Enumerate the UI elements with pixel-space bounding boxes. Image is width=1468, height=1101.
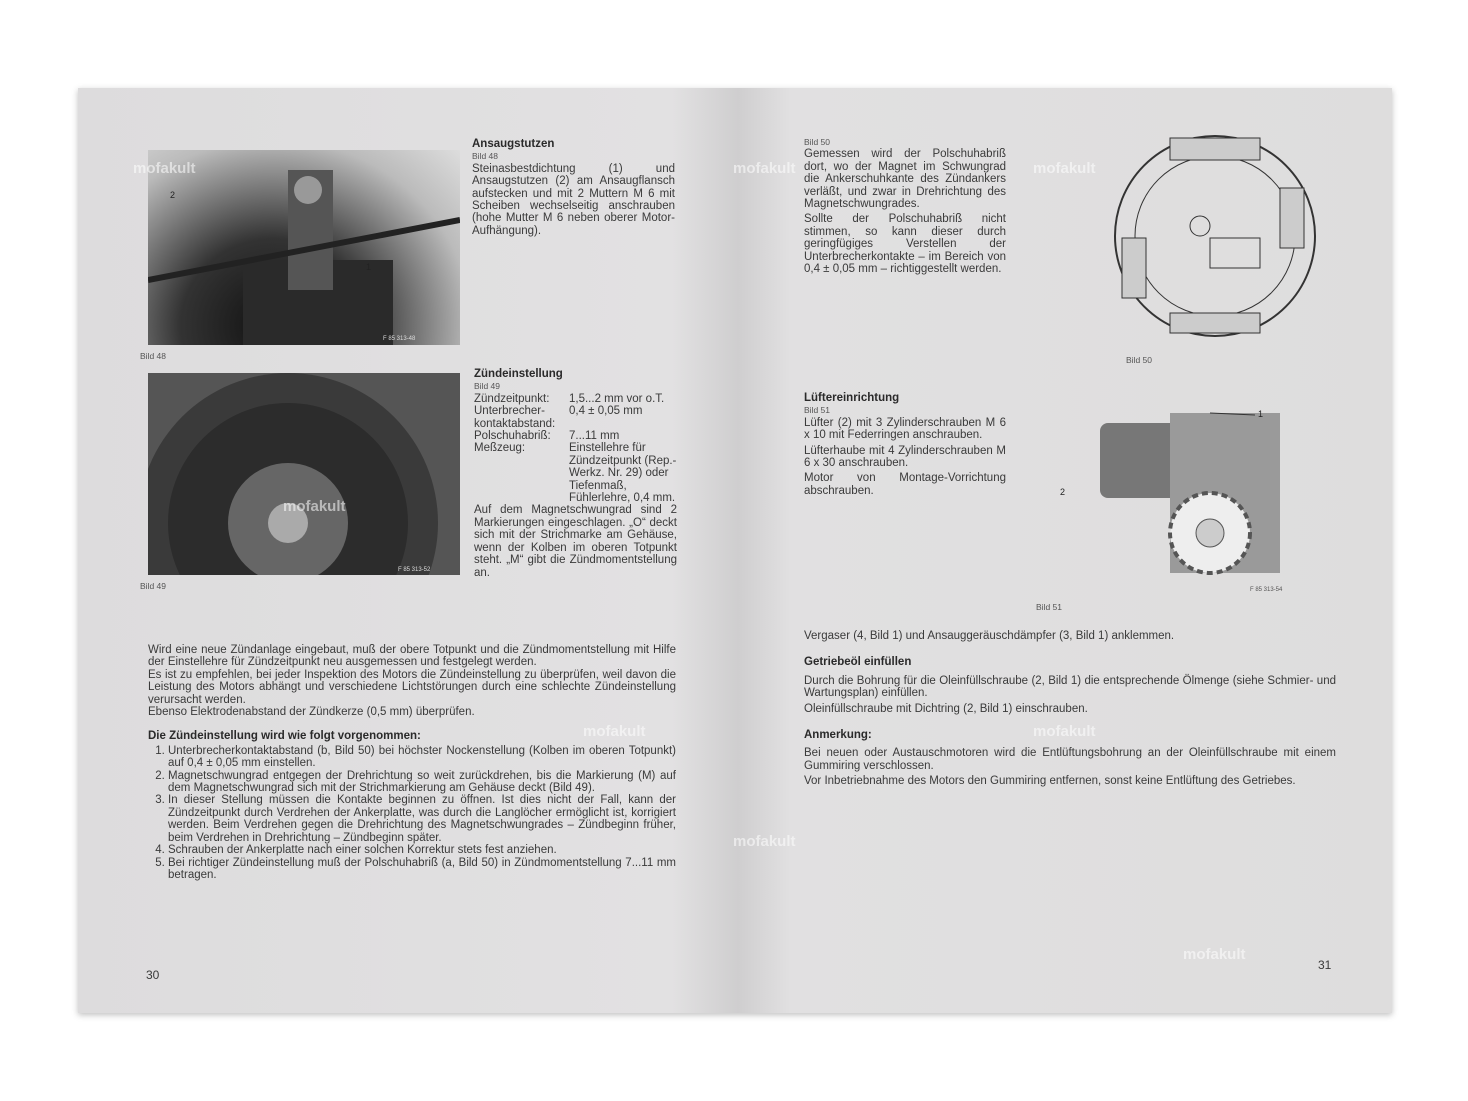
paragraph: Bei neuen oder Austauschmotoren wird die… bbox=[804, 747, 1336, 772]
section-zuendeinstellung: Zündeinstellung Bild 49 Zündzeitpunkt: 1,… bbox=[474, 368, 677, 582]
figure-bild-49-photo: F 85 313-52 bbox=[148, 373, 460, 575]
figure-bild-48-photo: 2 1 F 85 313-48 bbox=[148, 150, 460, 345]
engine-intake-illustration: 2 1 F 85 313-48 bbox=[148, 170, 460, 345]
figure-caption: Bild 48 bbox=[140, 351, 166, 361]
section-heading: Ansaugstutzen bbox=[472, 138, 555, 150]
spec-value: 1,5...2 mm vor o.T. bbox=[569, 392, 665, 405]
procedure-step: Unterbrecherkontaktabstand (b, Bild 50) … bbox=[168, 745, 676, 770]
paragraph: Lüfterhaube mit 4 Zylinderschrauben M 6 … bbox=[804, 444, 1006, 470]
section-ansaugstutzen: Ansaugstutzen Bild 48 Steinasbestdichtun… bbox=[472, 138, 675, 240]
paragraph: Lüfter (2) mit 3 Zylinderschrauben M 6 x… bbox=[804, 416, 1006, 442]
section-heading: Zündeinstellung bbox=[474, 368, 563, 380]
paragraph: Steinasbestdichtung (1) und Ansaugstutze… bbox=[472, 162, 675, 237]
main-text-left: Wird eine neue Zündanlage eingebaut, muß… bbox=[148, 644, 676, 881]
svg-text:F 85 313-54: F 85 313-54 bbox=[1250, 587, 1283, 593]
paragraph: Oleinfüllschraube mit Dichtring (2, Bild… bbox=[804, 702, 1088, 715]
procedure-heading: Die Zündeinstellung wird wie folgt vorge… bbox=[148, 730, 421, 743]
procedure-step: Schrauben der Ankerplatte nach einer sol… bbox=[168, 844, 676, 856]
paragraph: Vergaser (4, Bild 1) und Ansauggeräuschd… bbox=[804, 630, 1175, 642]
procedure-steps: Unterbrecherkontaktabstand (b, Bild 50) … bbox=[148, 745, 676, 881]
figure-ref: Bild 49 bbox=[474, 381, 500, 392]
watermark: mofakult bbox=[733, 160, 796, 177]
open-booklet: 2 1 F 85 313-48 Bild 48 F 85 313-52 Bild… bbox=[78, 88, 1392, 1013]
figure-ref: Bild 50 bbox=[804, 137, 830, 147]
paragraph: Motor von Montage-Vorrichtung abschraube… bbox=[804, 472, 1006, 497]
engine-fan-illustration: 1 2 F 85 313-54 bbox=[1060, 409, 1283, 593]
figure-bild-51-photo: 1 2 F 85 313-54 bbox=[1060, 393, 1300, 598]
paragraph: Es ist zu empfehlen, bei jeder Inspektio… bbox=[148, 668, 676, 706]
page-number: 31 bbox=[1318, 958, 1332, 972]
right-page: Bild 50 Gemessen wird der Polschuhabriß … bbox=[738, 88, 1392, 1013]
paragraph: Gemessen wird der Polschuhabriß dort, wo… bbox=[804, 148, 1006, 211]
procedure-step: Magnetschwungrad entgegen der Drehrichtu… bbox=[168, 770, 676, 795]
spec-value: 7...11 mm bbox=[569, 430, 620, 443]
svg-text:2: 2 bbox=[1060, 487, 1065, 497]
figure-ref: Bild 51 bbox=[804, 405, 830, 416]
figure-bild-50-diagram bbox=[1110, 128, 1320, 343]
section-bild-50-text: Bild 50 Gemessen wird der Polschuhabriß … bbox=[804, 136, 1006, 278]
procedure-step: In dieser Stellung müssen die Kontakte b… bbox=[168, 794, 676, 844]
watermark: mofakult bbox=[283, 498, 346, 515]
section-heading: Getriebeöl einfüllen bbox=[804, 656, 912, 669]
svg-text:F 85 313-52: F 85 313-52 bbox=[398, 567, 431, 573]
main-text-right: Vergaser (4, Bild 1) und Ansauggeräuschd… bbox=[804, 630, 1336, 791]
spec-label: Zündzeitpunkt: bbox=[474, 392, 550, 405]
procedure-step: Bei richtiger Zündeinstellung muß der Po… bbox=[168, 857, 676, 882]
section-heading: Lüftereinrichtung bbox=[804, 392, 900, 404]
paragraph: Wird eine neue Zündanlage eingebaut, muß… bbox=[148, 644, 676, 669]
page-number: 30 bbox=[146, 968, 160, 982]
figure-caption: Bild 50 bbox=[1126, 355, 1152, 365]
paragraph: Sollte der Polschuhabriß nicht stimmen, … bbox=[804, 213, 1006, 276]
svg-text:F 85 313-48: F 85 313-48 bbox=[383, 336, 416, 342]
watermark: mofakult bbox=[1183, 946, 1246, 963]
section-luefter: Lüftereinrichtung Bild 51 Lüfter (2) mit… bbox=[804, 392, 1006, 500]
watermark: mofakult bbox=[1033, 160, 1096, 177]
watermark: mofakult bbox=[1033, 723, 1096, 740]
spec-value: Einstellehre für Zündzeitpunkt (Rep.-Wer… bbox=[569, 442, 677, 505]
spec-label: Polschuhabriß: bbox=[474, 430, 551, 443]
section-heading: Anmerkung: bbox=[804, 729, 872, 742]
flywheel-diagram bbox=[1114, 135, 1316, 337]
figure-caption: Bild 51 bbox=[1036, 602, 1062, 612]
svg-text:1: 1 bbox=[366, 262, 371, 272]
left-page: 2 1 F 85 313-48 Bild 48 F 85 313-52 Bild… bbox=[78, 88, 738, 1013]
paragraph: Ebenso Elektrodenabstand der Zündkerze (… bbox=[148, 706, 475, 719]
svg-text:1: 1 bbox=[1258, 409, 1263, 419]
figure-ref: Bild 48 bbox=[472, 151, 498, 162]
watermark: mofakult bbox=[733, 833, 796, 850]
paragraph: Auf dem Magnetschwungrad sind 2 Markieru… bbox=[474, 504, 677, 579]
svg-text:2: 2 bbox=[170, 190, 175, 200]
spec-table: Zündzeitpunkt: 1,5...2 mm vor o.T. Unterb… bbox=[474, 393, 677, 505]
spec-label: Meßzeug: bbox=[474, 442, 526, 455]
watermark: mofakult bbox=[133, 160, 196, 177]
flywheel-illustration: F 85 313-52 bbox=[148, 373, 438, 575]
spec-label: Unterbrecher-kontaktabstand: bbox=[474, 405, 556, 430]
watermark: mofakult bbox=[583, 723, 646, 740]
spec-value: 0,4 ± 0,05 mm bbox=[569, 405, 643, 418]
figure-caption: Bild 49 bbox=[140, 581, 166, 591]
paragraph: Vor Inbetriebnahme des Motors den Gummir… bbox=[804, 775, 1296, 788]
paragraph: Durch die Bohrung für die Oleinfüllschra… bbox=[804, 674, 1336, 700]
